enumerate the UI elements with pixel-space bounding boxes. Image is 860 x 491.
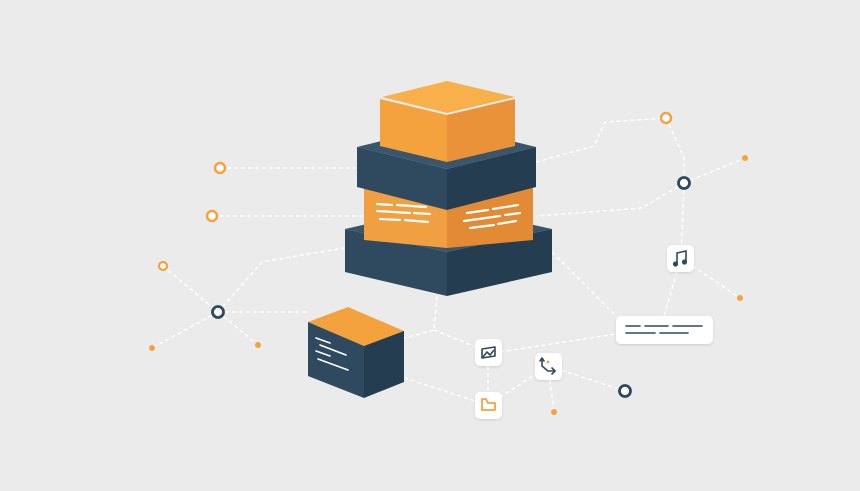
node-dot-orange [255,342,261,348]
server-top-cube [380,81,515,162]
storage-box [308,307,404,398]
node-dot-orange [737,295,743,301]
text-lines-icon [625,325,703,334]
node-ring-orange [213,161,227,175]
node-ring-navy [677,176,691,190]
connector-nodes [149,111,748,415]
tile-music [667,245,694,272]
server-slot-lines-right [462,203,522,230]
server-slot-lines-left [375,202,432,224]
tile-share [535,353,562,380]
share-arrows-icon [539,357,556,375]
node-dot-orange [551,409,557,415]
music-note-icon [672,250,688,267]
node-ring-orange [205,209,219,223]
node-ring-navy [211,305,225,319]
image-icon [481,346,496,359]
node-dot-orange [149,345,155,351]
node-dot-orange [742,155,748,161]
server-stack [345,81,552,296]
folder-icon [481,398,496,411]
node-ring-orange [157,260,169,272]
text-chip [616,316,713,344]
code-lines-icon [315,337,349,371]
node-ring-navy [618,384,632,398]
tile-folder [475,392,502,419]
node-ring-orange [659,111,673,125]
